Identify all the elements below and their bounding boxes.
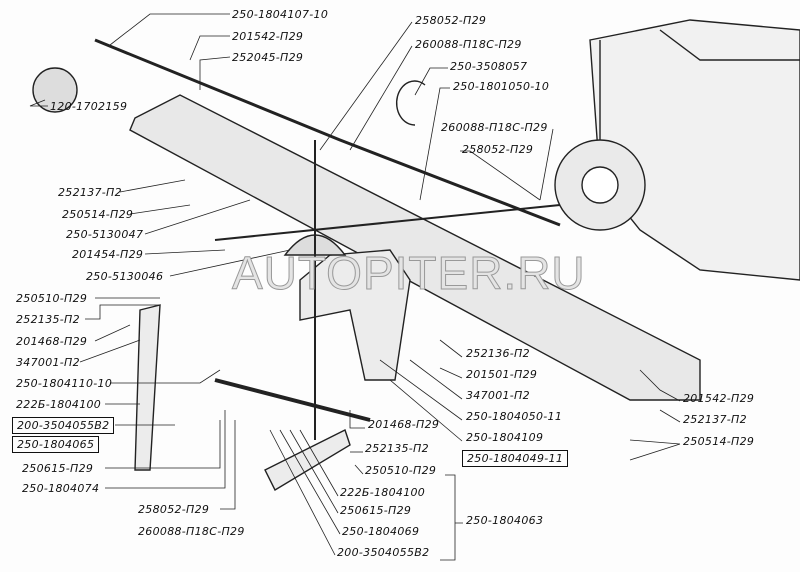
- part-label: 252136-П2: [466, 347, 530, 360]
- part-label: 201501-П29: [466, 368, 538, 381]
- part-label: 347001-П2: [466, 389, 530, 402]
- part-label: 252135-П2: [16, 313, 80, 326]
- part-label: 222Б-1804100: [16, 398, 102, 411]
- part-label: 258052-П29: [138, 503, 210, 516]
- part-label: 260088-П18С-П29: [415, 38, 522, 51]
- part-label: 252045-П29: [232, 51, 304, 64]
- part-label: 347001-П2: [16, 356, 80, 369]
- part-label: 201454-П29: [72, 248, 144, 261]
- watermark: AUTOPITER.RU: [232, 247, 586, 300]
- part-label: 250-1804063: [466, 514, 544, 527]
- part-label: 250-5130047: [66, 228, 144, 241]
- part-label: 250510-П29: [365, 464, 437, 477]
- part-label: 200-3504055В2: [337, 546, 430, 559]
- part-label: 250-1801050-10: [453, 80, 550, 93]
- part-label: 201542-П29: [232, 30, 304, 43]
- part-label: 252137-П2: [58, 186, 122, 199]
- part-label: 260088-П18С-П29: [138, 525, 245, 538]
- part-label: 250-1804050-11: [466, 410, 563, 423]
- part-label: 250615-П29: [22, 462, 94, 475]
- shift-knob: [32, 67, 78, 113]
- part-label-boxed: 250-1804065: [12, 436, 100, 453]
- part-label: 250615-П29: [340, 504, 412, 517]
- part-label: 201542-П29: [683, 392, 755, 405]
- part-label-boxed: 200-3504055В2: [12, 417, 115, 434]
- part-label: 201468-П29: [16, 335, 88, 348]
- bracket: [299, 249, 411, 381]
- part-label: 250514-П29: [683, 435, 755, 448]
- ring-clip: [395, 80, 426, 126]
- part-label: 250514-П29: [62, 208, 134, 221]
- part-label: 260088-П18С-П29: [441, 121, 548, 134]
- part-label: 258052-П29: [462, 143, 534, 156]
- part-label: 250-1804109: [466, 431, 544, 444]
- part-label: 250510-П29: [16, 292, 88, 305]
- part-label: 201468-П29: [368, 418, 440, 431]
- cross-shaft: [214, 378, 371, 422]
- part-label: 250-1804074: [22, 482, 100, 495]
- cross-rod: [214, 204, 561, 241]
- part-label-boxed: 250-1804049-11: [462, 450, 569, 467]
- shift-rod: [94, 38, 561, 227]
- part-label: 252135-П2: [365, 442, 429, 455]
- frame-rail: [129, 94, 701, 401]
- part-label: 222Б-1804100: [340, 486, 426, 499]
- part-label: 250-5130046: [86, 270, 164, 283]
- part-label: 252137-П2: [683, 413, 747, 426]
- part-label: 250-1804107-10: [232, 8, 329, 21]
- lever-left: [134, 304, 161, 471]
- part-label: 250-1804069: [342, 525, 420, 538]
- part-label: 250-3508057: [450, 60, 528, 73]
- part-label: 258052-П29: [415, 14, 487, 27]
- part-label: 120-1702159: [50, 100, 128, 113]
- part-label: 250-1804110-10: [16, 377, 113, 390]
